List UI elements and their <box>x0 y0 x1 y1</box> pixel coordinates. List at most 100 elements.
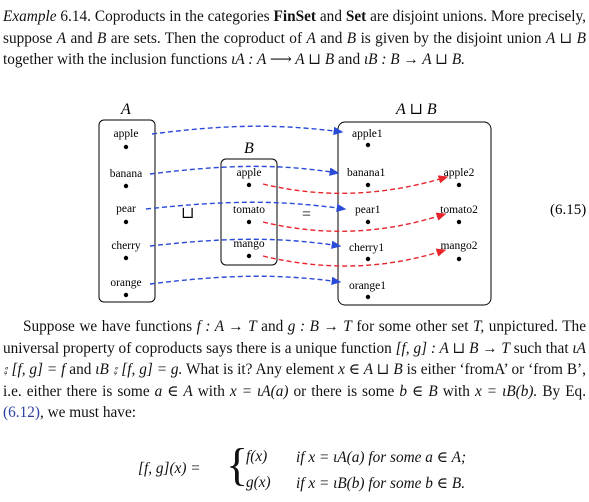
math: x = ιB(b). <box>474 382 538 400</box>
set-A-dot <box>123 144 129 150</box>
set-A-dot <box>123 183 129 189</box>
coproduct-diagram: A B A ⊔ B ⊔ = (6.15) apple banana pear c… <box>98 101 586 306</box>
equation-reference-link[interactable]: (6.12) <box>3 404 40 422</box>
set-B-dot <box>246 182 252 188</box>
text: unpictured. The universal property of co… <box>3 318 586 357</box>
set-A-item: pear <box>116 203 136 215</box>
set-A-item: banana <box>110 168 143 180</box>
text: What is it? Any element <box>186 361 335 379</box>
set-B-box <box>220 158 278 266</box>
set-A-dot <box>123 255 129 261</box>
math: ιB ⨟ [f, g] = g. <box>95 361 183 379</box>
set-A-item: cherry <box>111 240 141 252</box>
set-A-box <box>98 119 156 303</box>
set-B-elements: apple tomato mango <box>233 167 265 259</box>
set-B-item: apple <box>237 167 262 179</box>
inclusion-arrow-A <box>149 275 342 286</box>
text: for some other set <box>356 318 469 335</box>
union-dot <box>365 182 371 188</box>
text: and <box>320 29 343 47</box>
inclusion-arrow-A <box>151 125 344 136</box>
union-right-elements: apple2 tomato2 mango2 <box>440 167 478 262</box>
inclusion-arrow-B <box>262 212 447 232</box>
union-item: cherry1 <box>349 242 384 254</box>
label-AuB: A ⊔ B <box>395 101 437 118</box>
math: b ∈ B <box>399 382 438 400</box>
math: B <box>97 29 107 47</box>
union-item: mango2 <box>440 240 477 252</box>
union-dot <box>456 182 462 188</box>
case2-value: g(x) <box>246 474 271 491</box>
union-dot <box>456 219 462 225</box>
union-dot <box>365 294 371 300</box>
math: g : B → T <box>287 318 352 335</box>
union-item: apple2 <box>444 167 475 179</box>
text: are disjoint unions. More precisely, sup… <box>3 8 586 47</box>
set-A-dot <box>123 219 129 225</box>
inclusion-arrow-B <box>262 175 449 195</box>
paragraph-universal-property: Suppose we have functions f : A → T and … <box>3 316 586 424</box>
set-A-item: orange <box>110 277 141 289</box>
union-item: tomato2 <box>440 204 478 216</box>
text: Suppose we have functions <box>23 318 193 335</box>
math: ιA : A ⟶ A ⊔ B <box>231 51 335 69</box>
inclusion-arrow-A <box>145 201 347 213</box>
union-left-elements: apple1 banana1 pear1 cherry1 orange1 <box>347 128 386 300</box>
sqcup-symbol: ⊔ <box>181 205 194 222</box>
union-dot <box>456 256 462 262</box>
math: B <box>346 29 357 47</box>
case1-condition: if x = ιA(a) for some a ∈ A; <box>296 449 467 466</box>
example-lead: Example <box>3 8 57 25</box>
math: A ⊔ B <box>545 29 587 47</box>
text: By Eq. <box>542 382 587 400</box>
text: are sets. Then the coproduct of <box>110 29 303 47</box>
inclusion-arrow-A <box>149 238 342 249</box>
text: with <box>442 382 470 400</box>
text: and <box>261 318 284 335</box>
display-lhs: [f, g](x) = <box>138 460 201 477</box>
equation-number: (6.15) <box>550 202 586 218</box>
equals-symbol: = <box>302 206 311 223</box>
math: A <box>56 29 67 47</box>
text: is either ‘from <box>406 361 495 379</box>
set-A-dot <box>123 292 129 298</box>
text: is given by the disjoint union <box>360 29 542 47</box>
text: together with the inclusion functions <box>3 51 228 69</box>
math: a ∈ A <box>154 382 193 400</box>
set-A-item: apple <box>114 128 139 140</box>
case2-condition: if x = ιB(b) for some b ∈ B. <box>296 475 466 492</box>
text: Coproducts in the categories <box>94 8 270 25</box>
inclusion-arrow-A <box>149 165 340 176</box>
text: or <box>293 382 307 400</box>
text: there is some <box>311 382 395 400</box>
label-B: B <box>244 140 254 157</box>
set-B-item: mango <box>233 238 265 250</box>
union-dot <box>365 256 371 262</box>
set-B-item: tomato <box>233 204 265 216</box>
text: and <box>70 29 93 47</box>
union-dot <box>365 219 371 225</box>
math: ιB : B → A ⊔ B. <box>363 51 465 69</box>
math: A <box>306 29 316 47</box>
set-B-dot <box>246 219 252 225</box>
inclusion-arrow-B <box>262 248 447 267</box>
set-A-elements: apple banana pear cherry orange <box>110 128 143 298</box>
example-number: 6.14. <box>60 8 91 25</box>
category-finset: FinSet <box>273 8 317 25</box>
left-brace: { <box>226 439 249 490</box>
text: A’ or ‘from B’, i.e. either there is som… <box>3 361 586 400</box>
union-dot <box>365 142 371 148</box>
set-B-dot <box>246 253 252 259</box>
union-item: pear1 <box>355 204 381 216</box>
math: [f, g] : A ⊔ B → T <box>395 339 510 357</box>
text: and <box>338 51 361 69</box>
math: T, <box>472 318 485 335</box>
label-A: A <box>120 101 131 118</box>
union-item: apple1 <box>352 128 383 140</box>
union-item: orange1 <box>349 280 386 292</box>
text: and <box>69 361 92 379</box>
math: f : A → T <box>196 318 257 335</box>
text: with <box>197 382 225 400</box>
math: ιA ⨟ [f, g] = f <box>3 339 587 379</box>
category-set: Set <box>345 8 367 25</box>
